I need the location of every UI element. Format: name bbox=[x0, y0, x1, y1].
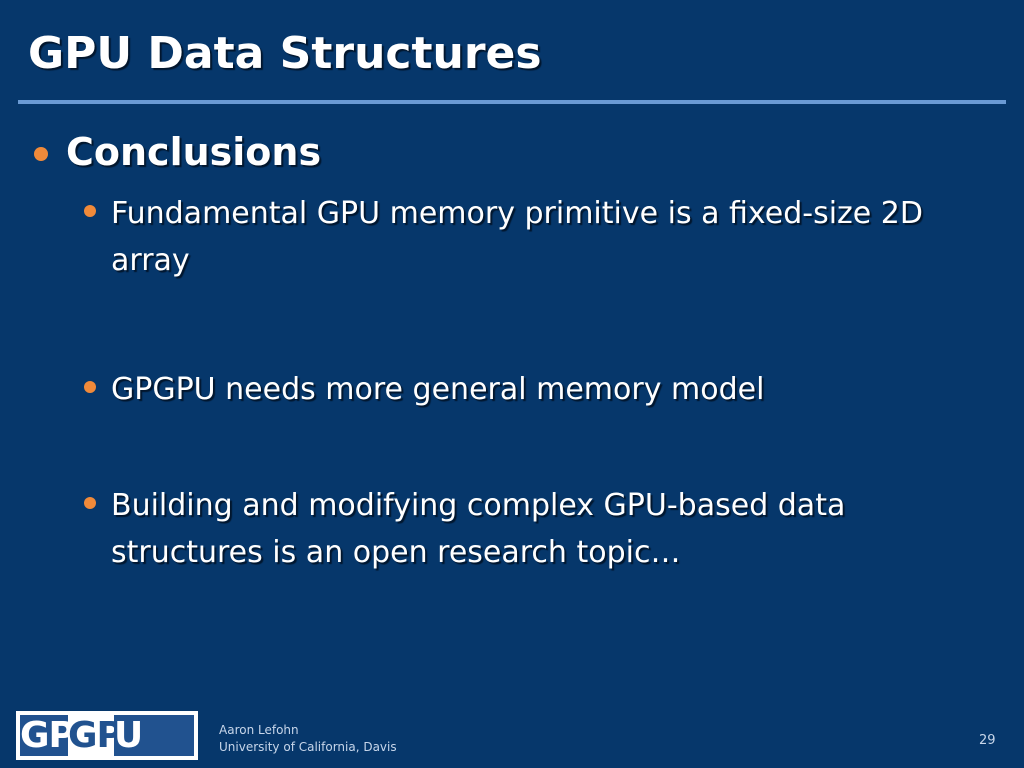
bullet-dot-icon bbox=[34, 147, 48, 161]
page-number: 29 bbox=[979, 733, 996, 748]
author-affiliation: University of California, Davis bbox=[219, 740, 397, 754]
bullet-item-text: Fundamental GPU memory primitive is a fi… bbox=[111, 196, 923, 278]
bullet-dot-icon bbox=[84, 497, 96, 509]
footer-credit: Aaron Lefohn University of California, D… bbox=[219, 722, 397, 756]
logo-text-part1: GP bbox=[20, 715, 75, 756]
bullet-dot-icon bbox=[84, 381, 96, 393]
logo-text-part3: U bbox=[114, 715, 143, 756]
slide-title: GPU Data Structures bbox=[28, 28, 542, 79]
bullet-dot-icon bbox=[84, 205, 96, 217]
bullet-item-text: Building and modifying complex GPU-based… bbox=[111, 488, 846, 570]
logo-highlight-block bbox=[68, 715, 114, 756]
bullet-level1-text: Conclusions bbox=[66, 130, 322, 174]
bullet-item-text: GPGPU needs more general memory model bbox=[111, 372, 765, 407]
logo-text: GPGPU bbox=[20, 715, 194, 756]
gpgpu-logo: GPGPU bbox=[16, 711, 198, 760]
logo-background: GPGPU bbox=[20, 715, 194, 756]
logo-text-part2: GP bbox=[68, 715, 123, 756]
title-divider bbox=[18, 100, 1006, 104]
author-name: Aaron Lefohn bbox=[219, 723, 299, 737]
